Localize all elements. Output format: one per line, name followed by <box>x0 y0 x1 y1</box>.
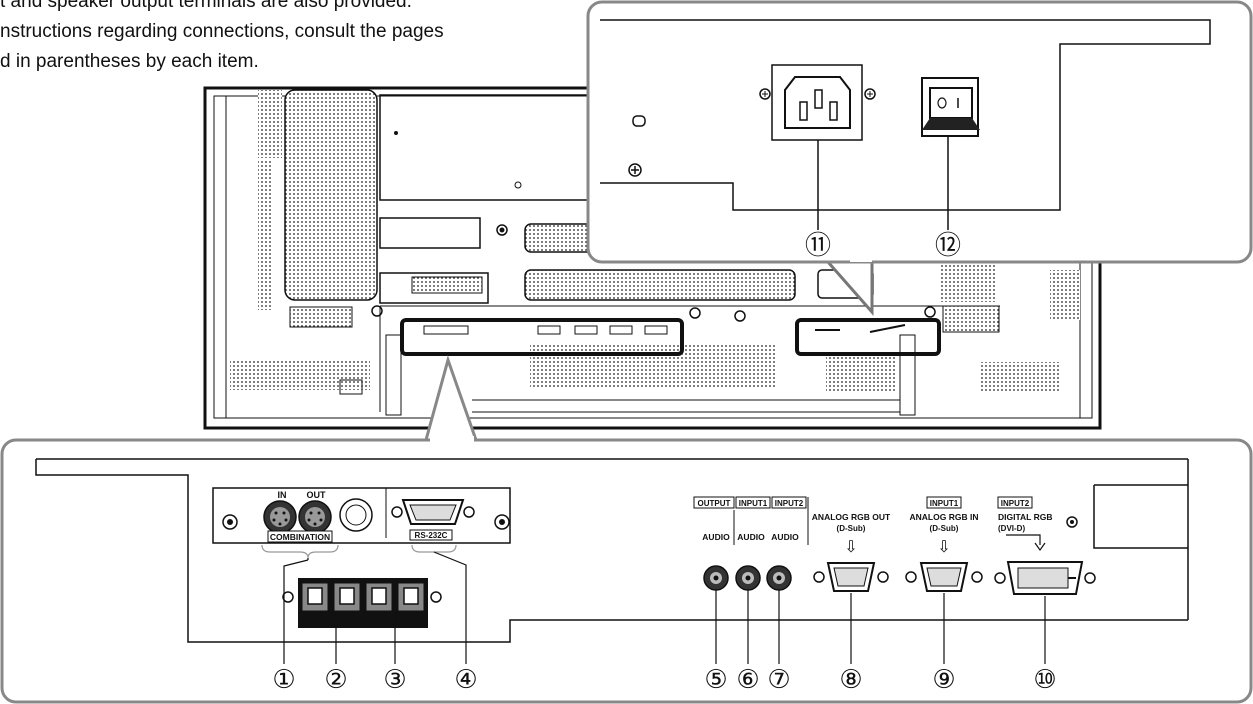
analog-rgb-out-port <box>813 562 889 592</box>
port-area-highlight-right <box>795 318 941 356</box>
callout-8: ⑧ <box>839 665 862 695</box>
combination-out-jack <box>298 500 332 534</box>
label-dsub-out: (D-Sub) <box>837 524 866 533</box>
dvi-d-port <box>994 561 1096 595</box>
vent-left-large <box>284 89 378 301</box>
callout-7: ⑦ <box>767 665 790 695</box>
intro-line-2: nstructions regarding connections, consu… <box>0 21 444 42</box>
callout-4: ④ <box>454 665 477 695</box>
label-rs232c: RS-232C <box>415 531 448 540</box>
rs232c-port <box>391 499 475 525</box>
ac-inlet <box>759 64 876 141</box>
label-input1: INPUT1 <box>739 499 768 508</box>
callout-5: ⑤ <box>704 665 727 695</box>
callout-11: ⑪ <box>805 231 831 261</box>
arrow-down-icon: ⇩ <box>937 537 950 556</box>
label-audio-input1: AUDIO <box>737 532 765 542</box>
label-combination: COMBINATION <box>270 532 330 542</box>
speaker-terminals <box>282 578 442 628</box>
intro-line-3: d in parentheses by each item. <box>0 51 259 72</box>
callout-10: ⑩ <box>1033 665 1056 695</box>
intro-text: t and speaker output terminals are also … <box>0 0 580 77</box>
arrow-down-icon: ⇩ <box>844 537 857 556</box>
label-in: IN <box>278 490 287 500</box>
audio-input1-jack <box>735 565 761 591</box>
label-out: OUT <box>307 490 327 500</box>
label-input2: INPUT2 <box>775 499 804 508</box>
power-switch <box>921 77 980 137</box>
audio-output-jack <box>703 565 729 591</box>
vent-left-strip <box>258 90 282 158</box>
label-output: OUTPUT <box>698 499 731 508</box>
callout-6: ⑥ <box>736 665 759 695</box>
label-analog-rgb-out: ANALOG RGB OUT <box>812 512 891 522</box>
combination-in-jack <box>263 500 297 534</box>
label-analog-rgb-in: ANALOG RGB IN <box>910 512 979 522</box>
connection-callout: IN OUT COMBINATION RS-232C <box>0 354 1253 704</box>
label-audio-input2: AUDIO <box>771 532 799 542</box>
audio-input2-jack <box>766 565 792 591</box>
port-area-highlight-left <box>400 318 684 356</box>
callout-2: ② <box>324 665 347 695</box>
analog-rgb-in-port <box>905 562 983 592</box>
label-dvi-d: (DVI-D) <box>998 524 1025 533</box>
label-digital-rgb: DIGITAL RGB <box>998 512 1052 522</box>
callout-3: ③ <box>383 665 406 695</box>
power-callout-frame <box>586 0 1253 264</box>
label-input2-dvi: INPUT2 <box>1001 499 1030 508</box>
label-audio-output: AUDIO <box>702 532 730 542</box>
callout-1: ① <box>272 665 295 695</box>
label-dsub-in: (D-Sub) <box>930 524 959 533</box>
power-callout: ⑪ ⑫ <box>586 0 1253 316</box>
callout-12: ⑫ <box>935 231 961 261</box>
label-input1-rgb: INPUT1 <box>930 499 959 508</box>
intro-line-1: t and speaker output terminals are also … <box>0 0 412 12</box>
arrow-bent-icon <box>1006 534 1041 545</box>
callout-9: ⑨ <box>932 665 955 695</box>
